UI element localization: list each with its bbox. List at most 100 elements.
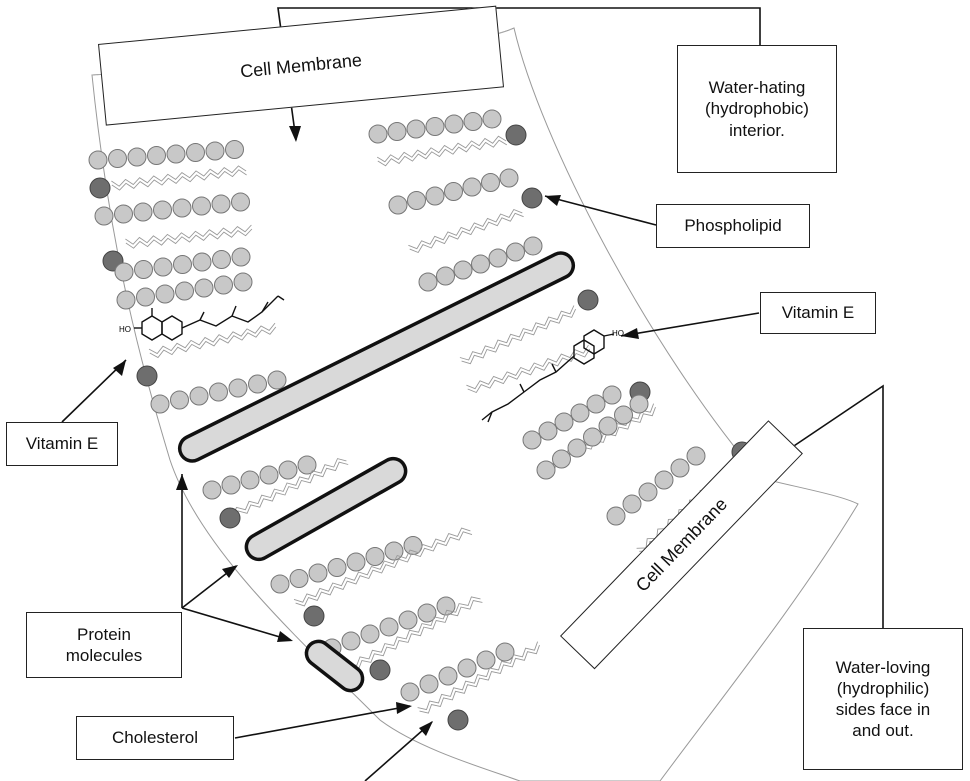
phospholipid-head: [186, 143, 205, 162]
phospholipid-head: [476, 650, 496, 670]
phospholipid-head-row: [400, 642, 515, 702]
phospholipid-head: [602, 385, 622, 405]
phospholipid-head: [194, 278, 214, 298]
phospholipid-head-row: [522, 385, 622, 450]
cell-membrane-top-text: Cell Membrane: [239, 49, 363, 82]
phospholipid-head: [398, 610, 418, 630]
phospholipid-head: [499, 168, 519, 188]
fatty-acid-tail: [148, 322, 276, 355]
phospholipid-head: [598, 416, 618, 436]
phospholipid-head: [133, 202, 153, 222]
phospholipid-head: [221, 475, 241, 495]
phospholipid-head: [488, 248, 508, 268]
phospholipid-head: [175, 281, 194, 301]
fatty-acid-tail: [111, 169, 247, 191]
phospholipid-head: [136, 287, 155, 307]
phospholipid-arrow: [544, 195, 657, 226]
protein-molecule: [304, 639, 365, 693]
protein-molecule: [244, 456, 408, 562]
fatty-acid-tail: [409, 212, 524, 254]
ho-right-label: HO: [612, 329, 624, 338]
vitamin-e-molecule-right: [481, 329, 615, 423]
phospholipid-head: [225, 140, 244, 159]
phospholipid-head-row: [270, 536, 423, 594]
phospholipid-head: [166, 144, 186, 164]
cholesterol-arrow: [234, 705, 411, 739]
phospholipid-head: [444, 114, 464, 134]
cholesterol-text: Cholesterol: [112, 728, 198, 748]
phospholipid-head: [327, 558, 347, 577]
phospholipid-head: [425, 117, 445, 136]
phospholipid-head: [341, 631, 361, 651]
water-loving-text: Water-loving (hydrophilic) sides face in…: [835, 657, 931, 741]
phospholipid-head: [387, 122, 407, 141]
phospholipid-head: [614, 405, 633, 425]
hydrophilic-leader: [775, 384, 884, 652]
phospholipid-head: [308, 563, 328, 583]
phospholipid-head: [407, 191, 426, 210]
phospholipid-head: [419, 674, 439, 694]
phospholipid-head: [150, 394, 170, 414]
phospholipid-head: [114, 262, 134, 282]
phospholipid-head: [233, 272, 253, 292]
fatty-acid-tail: [225, 461, 349, 520]
fatty-acid-tail: [223, 458, 347, 517]
phospholipid-head: [384, 541, 404, 561]
phospholipid-head-row: [606, 446, 706, 526]
protein-molecules-label: Protein molecules: [26, 612, 182, 678]
phospholipid-head: [400, 682, 420, 702]
phospholipid-head: [654, 470, 674, 490]
phospholipid-head-dark: [89, 177, 111, 199]
phospholipid-head: [388, 195, 408, 215]
protein-molecule: [177, 251, 576, 463]
phospholipid-head-row: [116, 272, 253, 310]
phospholipid-head: [586, 394, 606, 414]
phospholipid-head: [670, 458, 690, 478]
phospholipid-head: [127, 147, 147, 167]
phospholipid-head: [444, 182, 463, 201]
phospholipid-head: [406, 119, 426, 139]
phospholipid-head: [436, 266, 455, 286]
phospholipid-head: [417, 603, 437, 623]
lipid-bilayer: [88, 109, 753, 731]
fatty-acid-tail: [459, 305, 575, 361]
phospholipid-head: [94, 206, 114, 226]
vitamin-e-left-label: Vitamin E: [6, 422, 118, 466]
phospholipid-head: [231, 247, 251, 267]
phospholipid-head: [289, 569, 309, 588]
protein-molecules: [177, 251, 576, 693]
fatty-acid-tail: [377, 139, 508, 167]
phospholipid-head: [482, 109, 502, 129]
phospholipid-head: [192, 196, 211, 216]
phospholipid-head-row: [94, 192, 250, 226]
phospholipid-head: [629, 394, 649, 414]
protein-molecules-text: Protein molecules: [65, 624, 143, 665]
ho-left-label: HO: [119, 325, 131, 334]
phospholipid-head: [457, 658, 477, 678]
phospholipid-head: [638, 482, 658, 502]
fatty-acid-tail: [467, 348, 591, 394]
phospholipid-head: [153, 200, 172, 220]
phospholipid-head: [108, 149, 127, 168]
fatty-acid-tail: [419, 644, 540, 714]
phospholipid-head-row: [388, 168, 519, 215]
phospholipid-head: [228, 378, 248, 398]
fatty-acid-tail: [461, 308, 577, 365]
fatty-acid-tail: [111, 165, 247, 187]
phospholipid-head: [214, 275, 233, 295]
fatty-acid-tail: [293, 527, 471, 603]
phospholipid-head: [192, 252, 212, 272]
phospholipid-head: [173, 255, 192, 274]
phospholipid-text: Phospholipid: [684, 216, 782, 236]
phospholipid-head: [554, 412, 574, 432]
protein-arrow-3: [181, 607, 291, 641]
phospholipid-head: [202, 480, 222, 500]
phospholipid-head: [172, 198, 192, 218]
vitamin-e-right-label: Vitamin E: [760, 292, 876, 334]
vitamin-e-left-text: Vitamin E: [25, 434, 99, 454]
phospholipid-head: [116, 290, 136, 310]
phospholipid-head: [189, 386, 209, 406]
phospholipid-head: [552, 449, 571, 469]
fatty-acid-tail: [417, 641, 539, 711]
